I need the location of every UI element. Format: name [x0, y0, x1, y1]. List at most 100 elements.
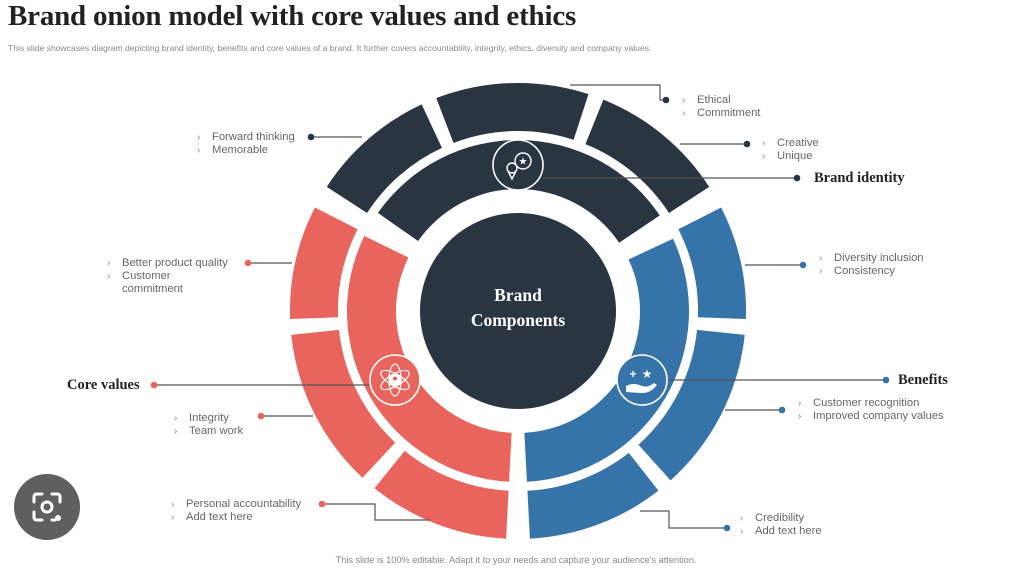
bullet-item: ›Customer recognition: [798, 397, 944, 410]
location-star-icon: ★: [492, 139, 544, 191]
core-inner-segment: [346, 236, 512, 482]
bullet-item: › Diversity inclusion: [819, 252, 924, 265]
ethical-label: › Ethical › Commitment: [682, 94, 760, 120]
bullet-text: Team work: [189, 425, 244, 437]
chevron-right-icon: ›: [174, 413, 178, 424]
bullet-text: commitment: [122, 283, 183, 295]
brand-identity-heading: Brand identity: [814, 170, 905, 186]
bullet-text: Add text here: [755, 525, 822, 537]
bullet-text: Customer recognition: [813, 397, 920, 409]
bullet-item: ›Consistency: [819, 265, 924, 278]
slide-footer: This slide is 100% editable. Adapt it to…: [335, 555, 697, 565]
benefits-heading: Benefits: [898, 372, 948, 388]
connector-dot: [743, 140, 751, 148]
core-values-heading: Core values: [67, 377, 140, 393]
benefits-outer-segment: [638, 329, 745, 481]
center-line-2: Components: [470, 310, 566, 330]
bullet-text: Memorable: [212, 144, 268, 156]
bullet-text: Improved company values: [813, 410, 944, 422]
connector-dot: [799, 261, 807, 269]
personal-accountability-label: › Personal accountability›Add text here: [171, 498, 301, 524]
connector-dot: [662, 96, 670, 104]
center-label: Brand Components: [418, 283, 618, 333]
connector-dot: [778, 406, 786, 414]
bullet-text: Better product quality: [122, 257, 228, 269]
bullet-item: › Customer: [107, 270, 228, 283]
bullet-text: Diversity inclusion: [834, 252, 924, 264]
bullet-item: › Commitment: [682, 107, 760, 120]
chevron-right-icon: ›: [740, 526, 744, 537]
bullet-item: › Personal accountability: [171, 498, 301, 511]
identity-outer-segment: [436, 83, 589, 143]
bullet-item: › Improved company values: [798, 410, 944, 423]
bullet-text: Commitment: [697, 107, 761, 119]
chevron-right-icon: ›: [682, 95, 686, 106]
chevron-right-icon: ›: [762, 151, 766, 162]
bullet-item: ›Unique: [762, 150, 819, 163]
chevron-right-icon: ›: [171, 499, 175, 510]
core-outer-segment: [291, 329, 396, 478]
connector-line: [640, 510, 727, 529]
chevron-right-icon: ›: [107, 258, 111, 269]
slide-title: Brand onion model with core values and e…: [8, 0, 577, 32]
svg-text:★: ★: [519, 157, 528, 168]
brand-components-core: [420, 213, 616, 409]
creative-label: ›Creative›Unique: [762, 137, 819, 163]
customer-recognition-label: ›Customer recognition› Improved company v…: [798, 397, 944, 423]
chevron-right-icon: ›: [197, 145, 201, 156]
connector-dot: [244, 259, 252, 267]
bullet-item: › Add text here: [740, 525, 822, 538]
svg-text:★: ★: [642, 367, 653, 381]
bullet-item: ›Forward thinking: [197, 131, 295, 144]
hand-stars-icon: + ★: [616, 354, 668, 406]
connector-dot: [723, 524, 731, 532]
connector-dot: [793, 174, 801, 182]
chevron-right-icon: ›: [762, 138, 766, 149]
chevron-right-icon: ›: [740, 513, 744, 524]
bullet-item: › Better product quality: [107, 257, 228, 270]
slide-subtitle: This slide showcases diagram depicting b…: [8, 43, 652, 53]
identity-outer-segment: [585, 99, 710, 213]
chevron-right-icon: ›: [819, 266, 823, 277]
connector-dot: [307, 133, 315, 141]
lens-search-button[interactable]: [14, 474, 80, 540]
identity-inner-segment: [377, 139, 660, 243]
bullet-text: Credibility: [755, 512, 805, 524]
credibility-label: › Credibility › Add text here: [740, 512, 822, 538]
bullet-text: Personal accountability: [186, 498, 302, 510]
chevron-right-icon: [107, 283, 122, 296]
chevron-right-icon: ›: [798, 411, 802, 422]
bullet-item: commitment: [107, 283, 228, 296]
benefits-inner-segment: [524, 238, 689, 482]
integrity-label: › Integrity › Team work: [174, 412, 243, 438]
bullet-item: ›Add text here: [171, 511, 301, 524]
bullet-text: Add text here: [186, 511, 253, 523]
center-line-1: Brand: [494, 285, 542, 305]
bullet-item: › Credibility: [740, 512, 822, 525]
chevron-right-icon: ›: [174, 426, 178, 437]
identity-outer-segment: [326, 104, 442, 213]
bullet-text: Ethical: [697, 94, 731, 106]
bullet-item: › Integrity: [174, 412, 243, 425]
chevron-right-icon: ›: [819, 253, 823, 264]
bullet-text: Integrity: [189, 412, 229, 424]
bullet-item: › Team work: [174, 425, 243, 438]
benefits-outer-segment: [678, 207, 746, 319]
chevron-right-icon: ›: [682, 108, 686, 119]
svg-text:+: +: [629, 367, 636, 381]
benefits-outer-segment: [527, 452, 659, 539]
bullet-item: › Memorable: [197, 144, 295, 157]
bullet-text: Customer: [122, 270, 171, 282]
bullet-item: ›Creative: [762, 137, 819, 150]
connector-dot: [257, 412, 265, 420]
atom-person-icon: [369, 354, 421, 406]
connector-line: [322, 503, 430, 521]
chevron-right-icon: ›: [107, 271, 111, 282]
diversity-label: › Diversity inclusion›Consistency: [819, 252, 924, 278]
connector-dot: [150, 381, 158, 389]
core-outer-segment: [374, 450, 509, 539]
bullet-item: › Ethical: [682, 94, 760, 107]
connector-dot: [882, 376, 890, 384]
